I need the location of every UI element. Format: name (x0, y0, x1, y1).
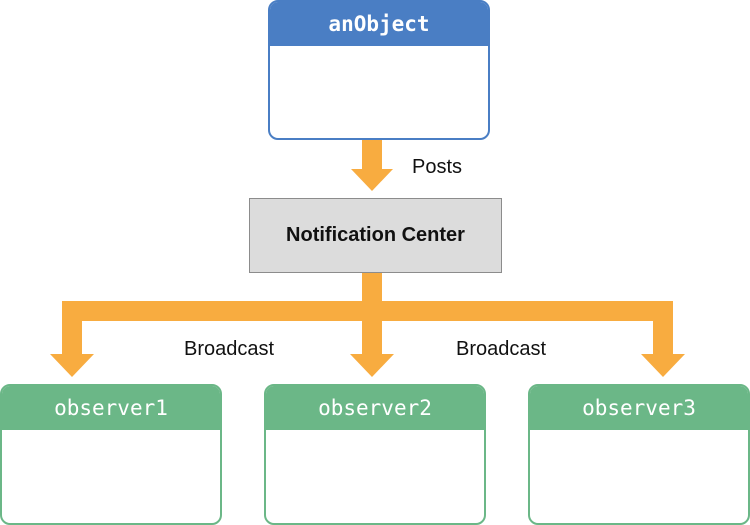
observer-3-name: observer3 (530, 386, 748, 430)
observer-3-box: observer3 (528, 384, 750, 525)
broadcast-label-left: Broadcast (184, 338, 275, 360)
observer-1-box: observer1 (0, 384, 222, 525)
source-object-name: anObject (270, 2, 488, 46)
notification-center-box: Notification Center (249, 198, 502, 273)
observer-2-box: observer2 (264, 384, 486, 525)
posts-arrow-head (351, 169, 393, 191)
branch-3-head (641, 354, 685, 377)
notification-center-label: Notification Center (286, 224, 465, 246)
posts-label: Posts (412, 156, 463, 178)
branch-1-head (50, 354, 94, 377)
branch-1-shaft (62, 321, 82, 354)
branch-3-shaft (653, 321, 673, 354)
branch-2-head (350, 354, 394, 377)
broadcast-bus (62, 301, 673, 321)
posts-arrow-shaft (362, 140, 382, 169)
observer-1-name: observer1 (2, 386, 220, 430)
source-object-box: anObject (268, 0, 490, 140)
branch-2-shaft (362, 321, 382, 354)
broadcast-stem (362, 273, 382, 301)
broadcast-label-right: Broadcast (456, 338, 547, 360)
observer-2-name: observer2 (266, 386, 484, 430)
